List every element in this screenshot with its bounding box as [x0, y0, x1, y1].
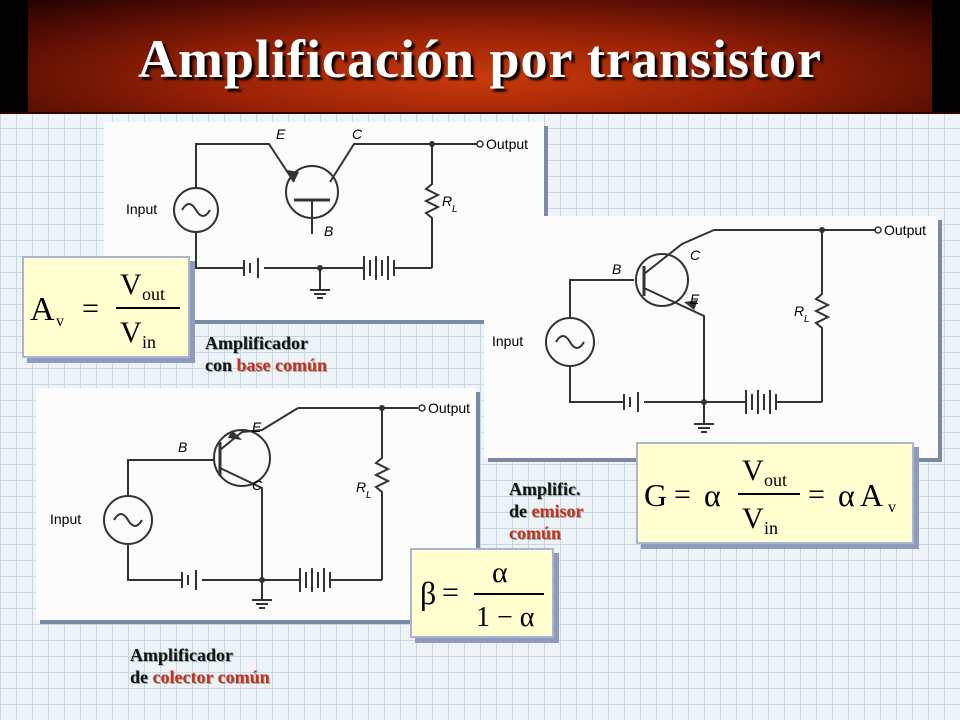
formula-den-sub: in — [142, 332, 156, 352]
resistor-label: R — [442, 193, 452, 209]
common-emitter-diagram: B C E Input Output R L — [492, 222, 926, 433]
common-collector-prefix: de — [130, 667, 148, 687]
voltage-gain-formula: A v = V out V in — [22, 256, 190, 358]
formula-lhs: A — [30, 291, 55, 328]
collector-label: C — [352, 126, 363, 142]
emitter-label: E — [276, 126, 286, 142]
common-collector-red: colector común — [152, 667, 270, 687]
common-base-line1: Amplificador — [205, 333, 308, 353]
formula-lhs: β — [420, 575, 436, 611]
beta-formula: β = α 1 − α — [410, 548, 554, 638]
collector-label: C — [252, 477, 263, 493]
common-base-label: Amplificador con base común — [205, 332, 327, 376]
resistor-label: R — [356, 479, 366, 495]
formula-a-sub: v — [888, 499, 896, 516]
formula-num-sub: out — [764, 470, 787, 490]
emitter-label: E — [252, 419, 262, 435]
formula-eq: = — [442, 576, 459, 609]
title-bar: Amplificación por transistor — [0, 0, 960, 114]
emitter-label: E — [690, 291, 700, 307]
common-emitter-line1: Amplific. — [509, 479, 581, 499]
output-label: Output — [486, 136, 528, 152]
transistor-icon — [635, 253, 689, 307]
resistor-subscript: L — [452, 204, 458, 215]
formula-num-sub: out — [142, 284, 165, 304]
common-collector-line1: Amplificador — [130, 645, 233, 665]
base-label: B — [612, 261, 621, 277]
formula-eq1: = — [674, 478, 691, 511]
transistor-icon — [213, 429, 271, 487]
common-emitter-red: emisor — [531, 501, 584, 521]
common-emitter-label: Amplific. de emisor común — [509, 478, 583, 544]
formula-eq: = — [82, 292, 99, 325]
common-base-red: base común — [236, 355, 328, 375]
base-label: B — [324, 223, 333, 239]
formula-num: V — [742, 454, 764, 487]
formula-num: α — [492, 556, 508, 589]
formula-a: A — [860, 477, 883, 513]
common-base-prefix: con — [205, 355, 232, 375]
formula-den: V — [742, 502, 764, 535]
formula-lhs-sub: v — [56, 313, 64, 330]
common-emitter-prefix: de — [509, 501, 527, 521]
input-label: Input — [492, 333, 523, 349]
formula-den-sub: in — [764, 518, 778, 538]
formula-den: V — [120, 316, 142, 349]
formula-num: V — [120, 268, 142, 301]
common-emitter-circuit: B C E Input Output R L — [484, 216, 938, 458]
common-collector-circuit: B E C Input Output R L — [36, 388, 476, 620]
resistor-subscript: L — [804, 314, 810, 325]
formula-den: 1 − α — [476, 602, 535, 633]
collector-label: C — [690, 247, 701, 263]
input-label: Input — [50, 511, 81, 527]
base-label: B — [178, 439, 187, 455]
output-label: Output — [884, 222, 926, 238]
slide-title: Amplificación por transistor — [138, 29, 822, 89]
common-base-diagram: E C B Input Output R L — [126, 126, 528, 299]
formula-eq2: = — [808, 478, 825, 511]
formula-alpha2: α — [838, 477, 855, 513]
output-label: Output — [428, 400, 470, 416]
common-emitter-line3: común — [509, 523, 562, 543]
power-gain-formula: G = α V out V in = α A v — [636, 442, 914, 544]
common-collector-diagram: B E C Input Output R L — [50, 400, 470, 609]
common-collector-label: Amplificador de colector común — [130, 644, 270, 688]
input-label: Input — [126, 201, 157, 217]
resistor-label: R — [794, 303, 804, 319]
formula-alpha1: α — [704, 477, 721, 513]
resistor-subscript: L — [366, 490, 372, 501]
formula-lhs: G — [644, 477, 667, 513]
